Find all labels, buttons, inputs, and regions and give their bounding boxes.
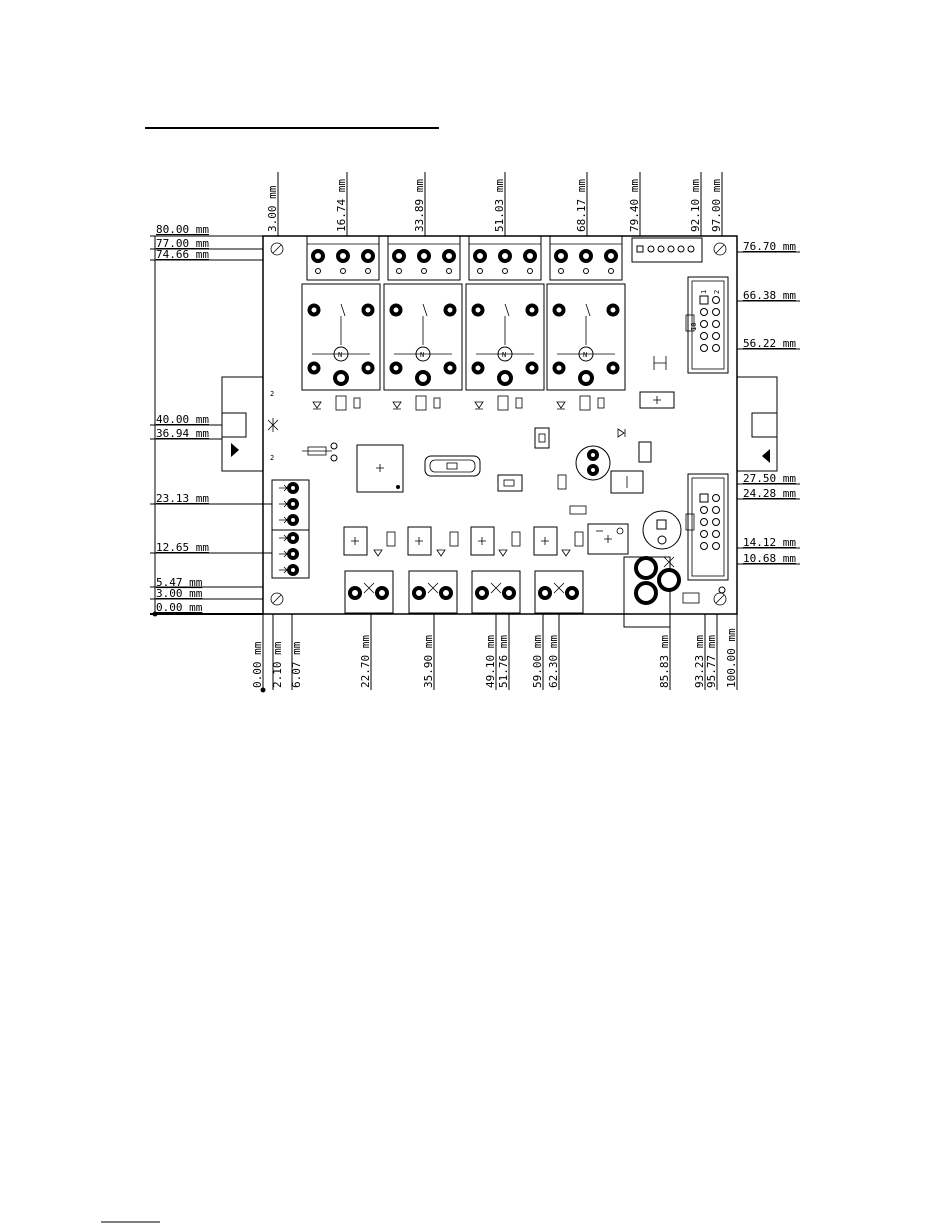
svg-text:N: N — [338, 351, 342, 359]
voltage-regulator — [587, 523, 629, 555]
middle-components: 2 2 — [267, 356, 675, 515]
left-dim-label: 3.00 mm — [156, 587, 203, 600]
bottom-dim-label: 62.30 mm — [547, 635, 560, 688]
left-dim-label: 23.13 mm — [156, 492, 209, 505]
left-dimensions: 80.00 mm 77.00 mm 74.66 mm 40.00 mm 36.9… — [150, 223, 272, 617]
right-dimensions: 76.70 mm 66.38 mm 56.22 mm 27.50 mm 24.2… — [737, 240, 800, 565]
smd-part — [682, 592, 700, 604]
right-dim-label: 27.50 mm — [743, 472, 796, 485]
right-dim-label: 56.22 mm — [743, 337, 796, 350]
right-dim-label: 10.68 mm — [743, 552, 796, 565]
board-marking: 2 — [270, 454, 274, 462]
box-header-top: 1 2 10 — [685, 276, 729, 374]
top-terminal-blocks — [306, 235, 623, 281]
right-dim-label: 76.70 mm — [743, 240, 796, 253]
svg-text:N: N — [420, 351, 424, 359]
top-dim-label: 68.17 mm — [575, 179, 588, 232]
bottom-dim-label: 100.00 mm — [725, 628, 738, 688]
right-side-connector — [736, 376, 778, 472]
right-dim-label: 66.38 mm — [743, 289, 796, 302]
top-dim-label: 3.00 mm — [266, 185, 279, 232]
relay-driver-parts — [312, 395, 605, 411]
bottom-dim-label: 49.10 mm — [484, 635, 497, 688]
dc-jack — [623, 556, 681, 628]
bottom-dim-label: 22.70 mm — [359, 635, 372, 688]
bottom-dim-label: 59.00 mm — [531, 635, 544, 688]
left-dim-label: 77.00 mm — [156, 237, 209, 250]
optocoupler-row — [343, 526, 584, 557]
six-pin-header — [631, 237, 703, 263]
right-dim-label: 24.28 mm — [743, 487, 796, 500]
left-terminal-block — [271, 479, 310, 579]
bottom-dim-label: 51.76 mm — [497, 635, 510, 688]
top-dim-label: 33.89 mm — [413, 179, 426, 232]
bottom-dim-label: 85.83 mm — [658, 635, 671, 688]
electrolytic-capacitor — [642, 510, 682, 550]
left-side-connector — [221, 376, 264, 472]
left-dim-label: 80.00 mm — [156, 223, 209, 236]
mounting-hole-icon — [270, 242, 727, 606]
bottom-dim-label: 6.07 mm — [290, 641, 303, 688]
svg-text:N: N — [583, 351, 587, 359]
relays: N N N N — [301, 283, 626, 391]
bottom-dimensions: 0.00 mm 2.10 mm 6.07 mm 22.70 mm 35.90 m… — [251, 614, 738, 693]
left-dim-label: 12.65 mm — [156, 541, 209, 554]
svg-text:N: N — [502, 351, 506, 359]
pin-label: 10 — [690, 323, 698, 331]
bottom-dim-label: 93.23 mm — [693, 635, 706, 688]
bottom-terminal-blocks — [344, 570, 584, 614]
top-dim-label: 79.40 mm — [628, 179, 641, 232]
left-dim-label: 74.66 mm — [156, 248, 209, 261]
left-dim-label: 40.00 mm — [156, 413, 209, 426]
bottom-dim-label: 2.10 mm — [271, 641, 284, 688]
left-dim-label: 0.00 mm — [156, 601, 203, 614]
left-dim-label: 5.47 mm — [156, 576, 203, 589]
top-dim-label: 51.03 mm — [493, 179, 506, 232]
bottom-dim-label: 35.90 mm — [422, 635, 435, 688]
top-dimensions: 3.00 mm 16.74 mm 33.89 mm 51.03 mm 68.17… — [266, 172, 723, 236]
pin-label: 2 — [713, 290, 721, 294]
box-header-bottom — [685, 473, 729, 594]
board-marking: 2 — [270, 390, 274, 398]
top-dim-label: 92.10 mm — [689, 179, 702, 232]
pin-label: 1 — [700, 290, 708, 294]
right-dim-label: 14.12 mm — [743, 536, 796, 549]
left-dim-label: 36.94 mm — [156, 427, 209, 440]
bottom-dim-label: 0.00 mm — [251, 641, 264, 688]
top-dim-label: 16.74 mm — [335, 179, 348, 232]
top-dim-label: 97.00 mm — [710, 179, 723, 232]
bottom-dim-label: 95.77 mm — [705, 635, 718, 688]
